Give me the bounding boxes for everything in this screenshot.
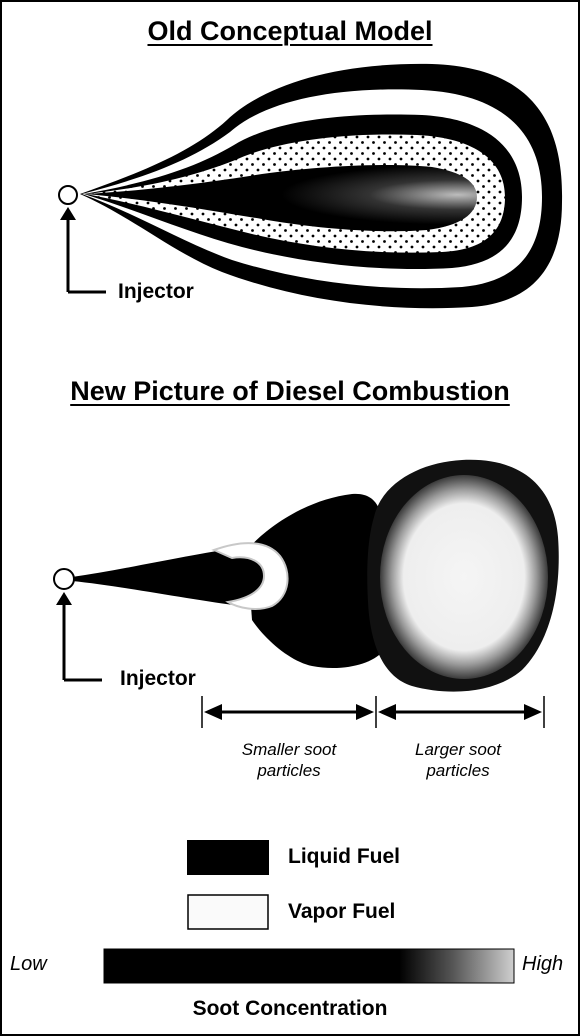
soot-size-dimension-arrows [202, 696, 544, 728]
soot-scale-title: Soot Concentration [2, 997, 578, 1021]
legend-vapor-label: Vapor Fuel [288, 900, 395, 924]
injector-label-top: Injector [118, 280, 194, 304]
smaller-soot-label: Smaller soot particles [210, 739, 368, 781]
old-injector-arrowhead [60, 207, 76, 220]
larger-soot-arrowhead-right [524, 704, 542, 720]
legend-liquid-swatch [187, 840, 269, 875]
legend-vapor-swatch [188, 895, 268, 929]
smaller-soot-arrowhead-left [204, 704, 222, 720]
injector-label-bottom: Injector [120, 667, 196, 691]
old-model-flame [80, 64, 562, 308]
soot-scale-bar [104, 949, 514, 983]
new-injector [54, 569, 102, 680]
smaller-soot-arrowhead-right [356, 704, 374, 720]
larger-soot-label: Larger soot particles [388, 739, 528, 781]
new-injector-arrowhead [56, 592, 72, 605]
new-head-core [380, 475, 548, 679]
new-injector-nozzle [54, 569, 74, 589]
new-model-flame [72, 460, 559, 692]
scale-low-label: Low [10, 954, 47, 975]
legend-liquid-label: Liquid Fuel [288, 845, 400, 869]
old-injector-nozzle [59, 186, 77, 204]
larger-soot-arrowhead-left [378, 704, 396, 720]
scale-high-label: High [522, 954, 563, 975]
